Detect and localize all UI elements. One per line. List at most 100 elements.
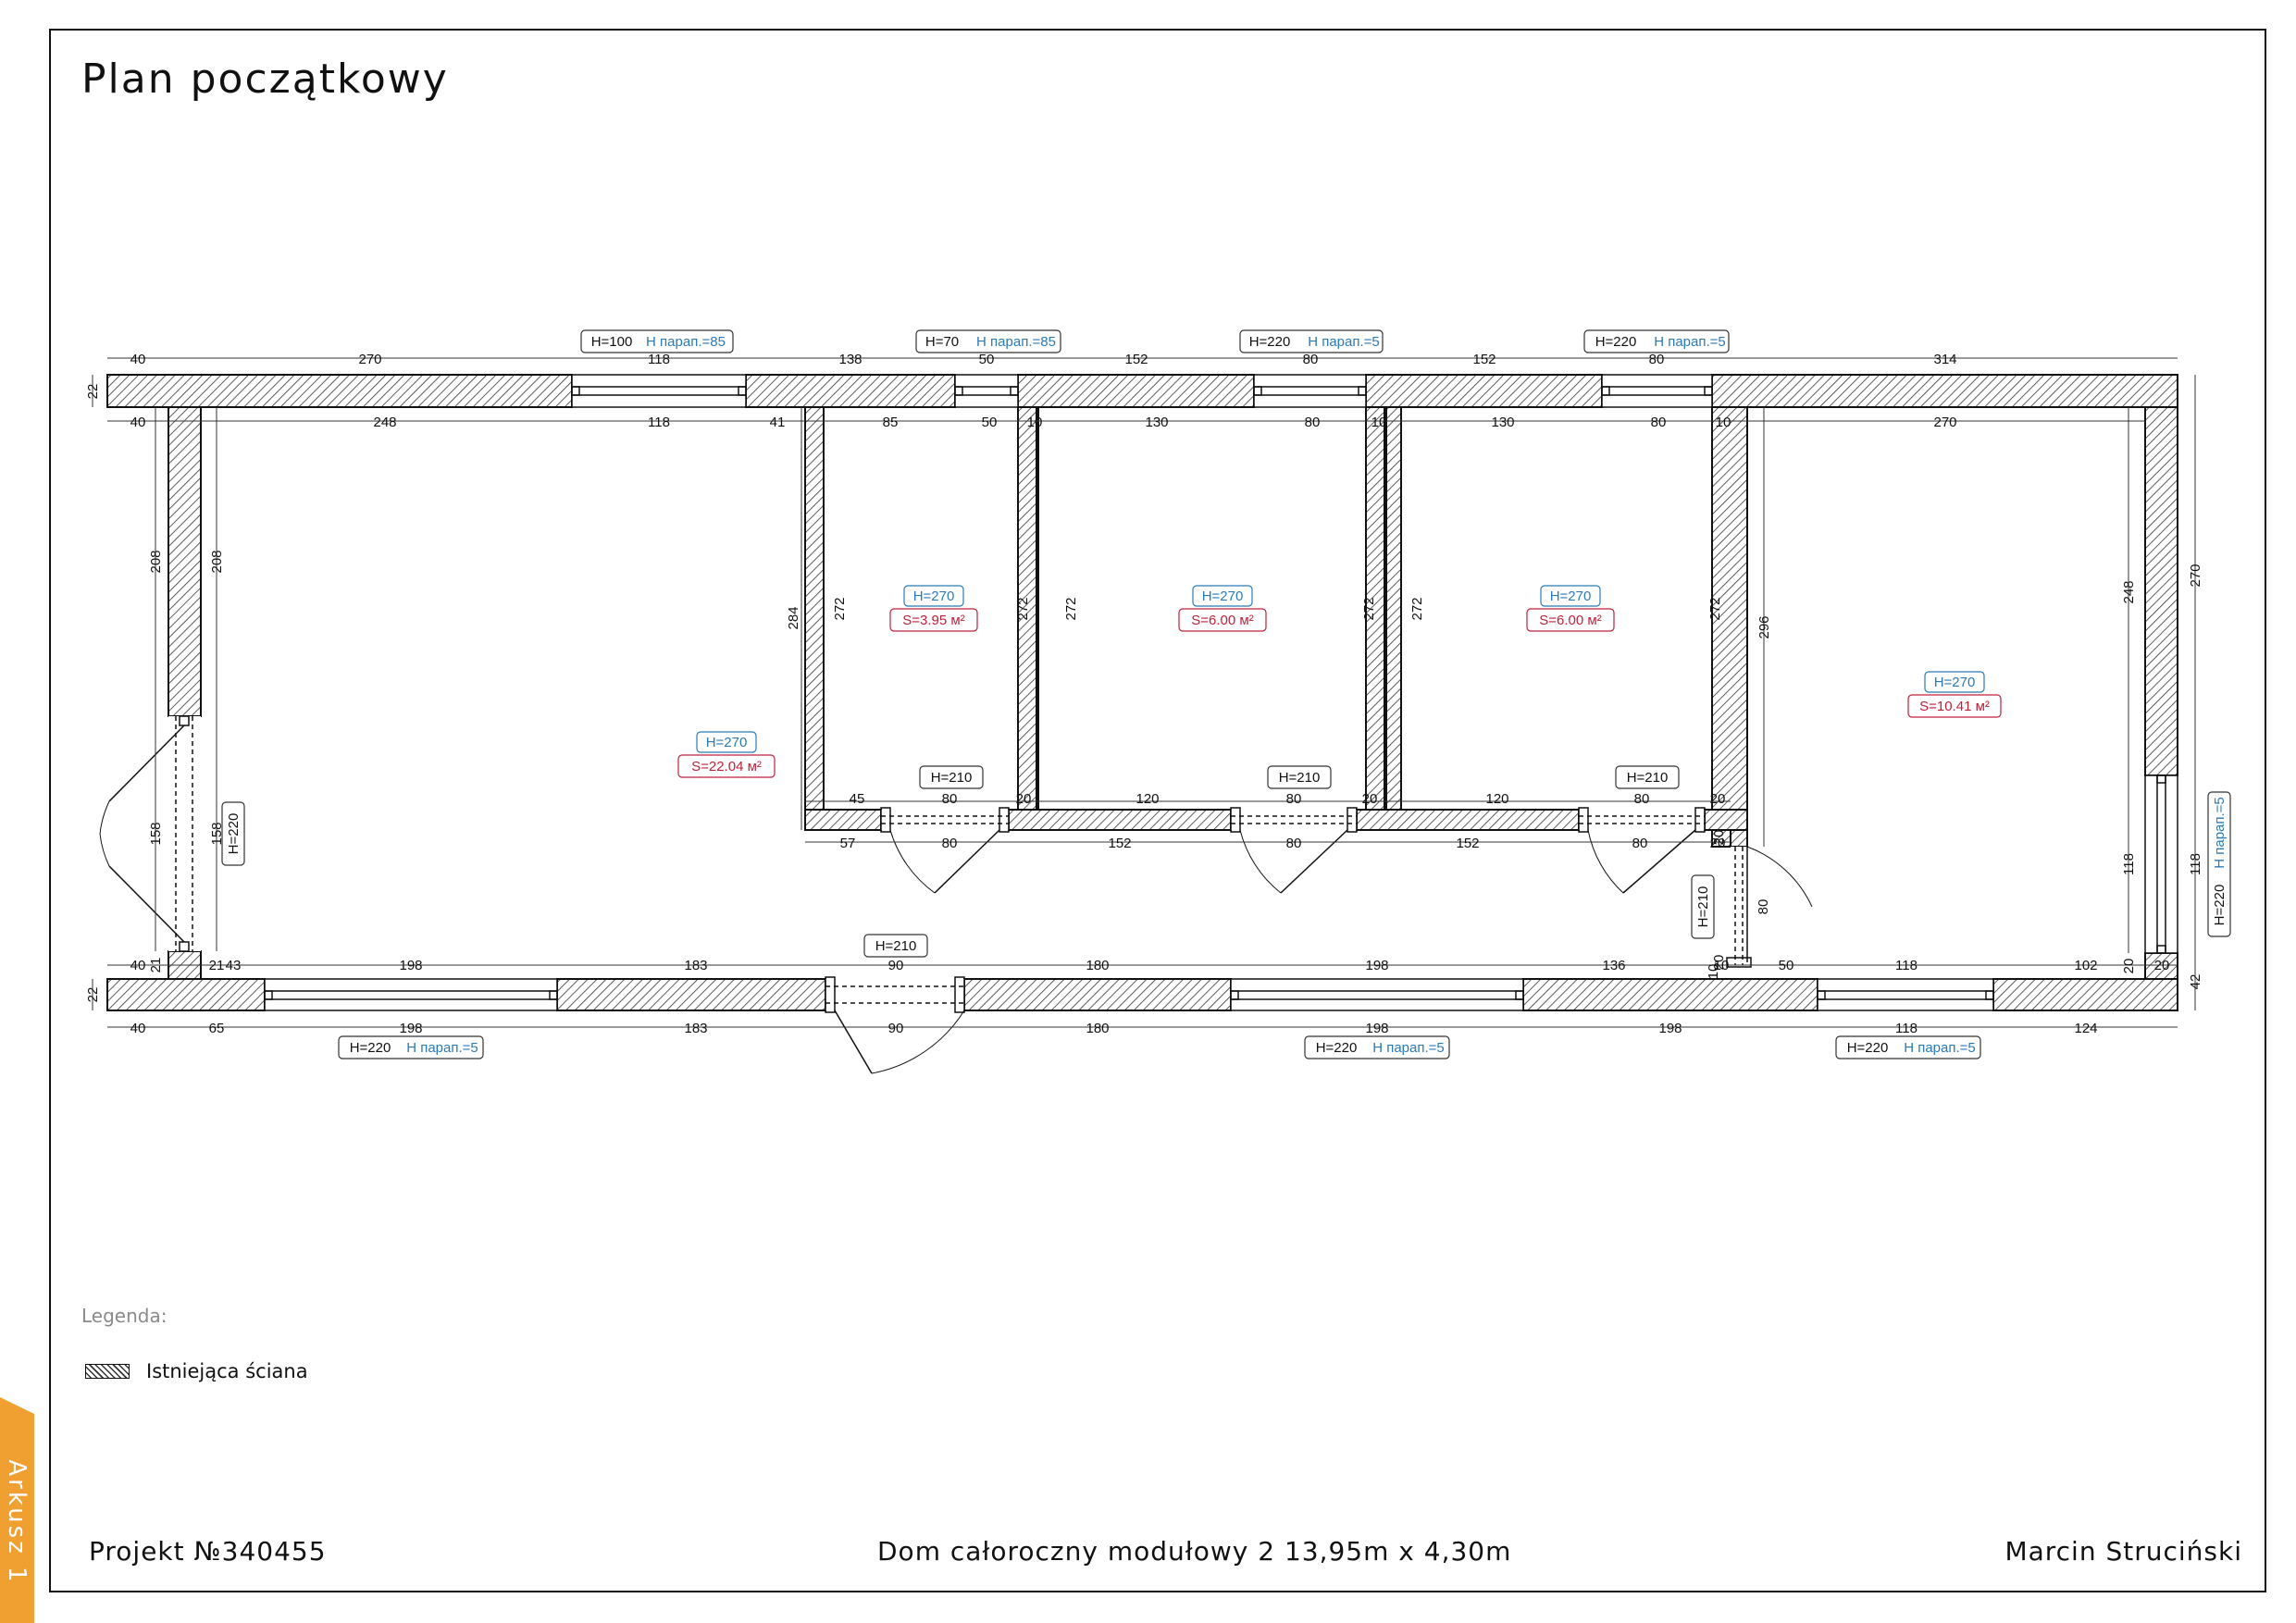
window-bottom-1 (264, 978, 558, 1011)
dimension-lines (92, 357, 2196, 1028)
dim-corridor-outer: 152 (1108, 836, 1131, 851)
door-tag-room-1: H=210 (919, 765, 984, 789)
dim-vertical: 272 (1015, 597, 1031, 620)
dim-bottom-inner: 136 (1602, 958, 1625, 973)
svg-text:S=3.95 м²: S=3.95 м² (902, 613, 964, 628)
dim-corridor-inner: 20 (1710, 791, 1726, 807)
door-entrance (825, 976, 965, 1074)
dim-corridor-outer: 20 (1710, 836, 1726, 851)
dim-vertical: 272 (1409, 597, 1425, 620)
svg-text:H парап.=5: H парап.=5 (1372, 1040, 1445, 1056)
svg-text:H=210: H=210 (1695, 886, 1711, 928)
dim-bottom-inner: 50 (1779, 958, 1794, 973)
svg-text:H=100: H=100 (591, 334, 633, 350)
dim-bottom-inner: 102 (2074, 958, 2097, 973)
window-bottom-3 (1817, 978, 1994, 1011)
door-tag-room-2: H=210 (1267, 765, 1332, 789)
svg-text:H=210: H=210 (1279, 770, 1321, 786)
dim-top-inner: 40 (130, 415, 146, 430)
dim-bottom-outer: 198 (399, 1021, 422, 1036)
wall-bottom-5 (1992, 978, 2178, 1011)
dim-top-inner: 270 (1933, 415, 1956, 430)
sheet-tab[interactable] (0, 1414, 34, 1623)
dim-vertical: 208 (148, 550, 164, 573)
dim-corridor-inner: 20 (1016, 791, 1032, 807)
dim-bottom-outer: 40 (130, 1021, 146, 1036)
windows (264, 374, 2178, 1011)
svg-text:H=270: H=270 (1550, 588, 1592, 604)
wall-bottom-3 (963, 978, 1232, 1011)
svg-text:H парап.=5: H парап.=5 (2212, 797, 2228, 869)
dim-corridor-inner: 80 (942, 791, 958, 807)
svg-text:H=210: H=210 (1627, 770, 1669, 786)
svg-text:H=220: H=220 (350, 1040, 391, 1056)
dim-bottom-inner: 180 (1086, 958, 1109, 973)
sheet-tab-label[interactable]: Arkusz 1 (3, 1459, 31, 1585)
walls (106, 374, 2178, 1011)
door-tag-room-3: H=210 (1615, 765, 1680, 789)
corridor-wall-3 (1356, 809, 1580, 831)
svg-text:H парап.=85: H парап.=85 (646, 334, 726, 350)
door-room-3 (1578, 807, 1706, 894)
dim-top-outer: 118 (648, 352, 670, 367)
dim-corridor-inner: 80 (1286, 791, 1302, 807)
svg-text:S=10.41 м²: S=10.41 м² (1919, 699, 1990, 714)
wall-top-5 (1711, 374, 2178, 408)
svg-text:H=220: H=220 (2212, 885, 2228, 926)
svg-text:S=22.04 м²: S=22.04 м² (691, 759, 762, 774)
dim-corridor-inner: 20 (1362, 791, 1378, 807)
dim-vertical: 158 (209, 822, 225, 845)
dim-top-outer: 80 (1303, 352, 1319, 367)
dim-bottom-outer: 198 (1658, 1021, 1682, 1036)
svg-text:H парап.=85: H парап.=85 (976, 334, 1056, 350)
dim-top-inner: 118 (648, 415, 670, 430)
door-left-double (99, 715, 201, 952)
corridor-wall-1 (804, 809, 882, 831)
opening-tag-top-4: H=220 H парап.=5 (1583, 329, 1730, 353)
dim-bottom-inner: 90 (888, 958, 904, 973)
svg-text:H=220: H=220 (1316, 1040, 1358, 1056)
svg-text:H=270: H=270 (913, 588, 955, 604)
wall-top-4 (1365, 374, 1603, 408)
dim-top-outer: 50 (979, 352, 995, 367)
window-right (2144, 774, 2178, 954)
dim-corridor-outer: 80 (942, 836, 958, 851)
opening-tag-right: H=220 H парап.=5 (2207, 791, 2231, 937)
dim-top-outer: 314 (1933, 352, 1956, 367)
corridor-wall-4 (1704, 809, 1748, 831)
dim-vertical: 118 (2188, 853, 2203, 875)
partition-6 (1711, 406, 1748, 848)
svg-text:S=6.00 м²: S=6.00 м² (1539, 613, 1601, 628)
dim-vertical: 158 (148, 822, 164, 845)
dim-bottom-inner: 43 (226, 958, 242, 973)
room-label-4: H=270 S=10.41 м² (1907, 671, 2002, 718)
dim-top-inner: 10 (1371, 415, 1387, 430)
corridor-wall-2 (1008, 809, 1232, 831)
sheet-frame (49, 29, 2266, 1592)
svg-text:H=220: H=220 (226, 813, 242, 855)
dim-vertical: 22 (85, 987, 101, 1003)
dim-bottom-inner: 40 (130, 958, 146, 973)
dim-bottom-outer: 124 (2074, 1021, 2097, 1036)
dim-bottom-inner: 10 (1714, 958, 1730, 973)
dim-bottom-inner: 183 (684, 958, 707, 973)
svg-text:H=70: H=70 (925, 334, 959, 350)
dim-vertical: 272 (1707, 597, 1723, 620)
dim-vertical: 20 (1711, 955, 1727, 971)
wall-bottom-1 (106, 978, 266, 1011)
partition-1 (804, 406, 825, 811)
partition-5 (1385, 406, 1402, 811)
svg-text:H=220: H=220 (1249, 334, 1291, 350)
room-label-3: H=270 S=6.00 м² (1526, 585, 1615, 632)
svg-text:H=220: H=220 (1595, 334, 1637, 350)
dim-bottom-inner: 21 (209, 958, 225, 973)
wall-top-1 (106, 374, 573, 408)
opening-tag-top-1: H=100 H парап.=85 (580, 329, 734, 353)
wall-bottom-2 (556, 978, 826, 1011)
dim-vertical: 22 (85, 384, 101, 400)
svg-text:H=270: H=270 (1202, 588, 1244, 604)
svg-text:H парап.=5: H парап.=5 (1308, 334, 1380, 350)
footer-project-name: Dom całoroczny modułowy 2 13,95m x 4,30m (877, 1536, 1512, 1567)
wall-right-upper (2144, 406, 2178, 776)
